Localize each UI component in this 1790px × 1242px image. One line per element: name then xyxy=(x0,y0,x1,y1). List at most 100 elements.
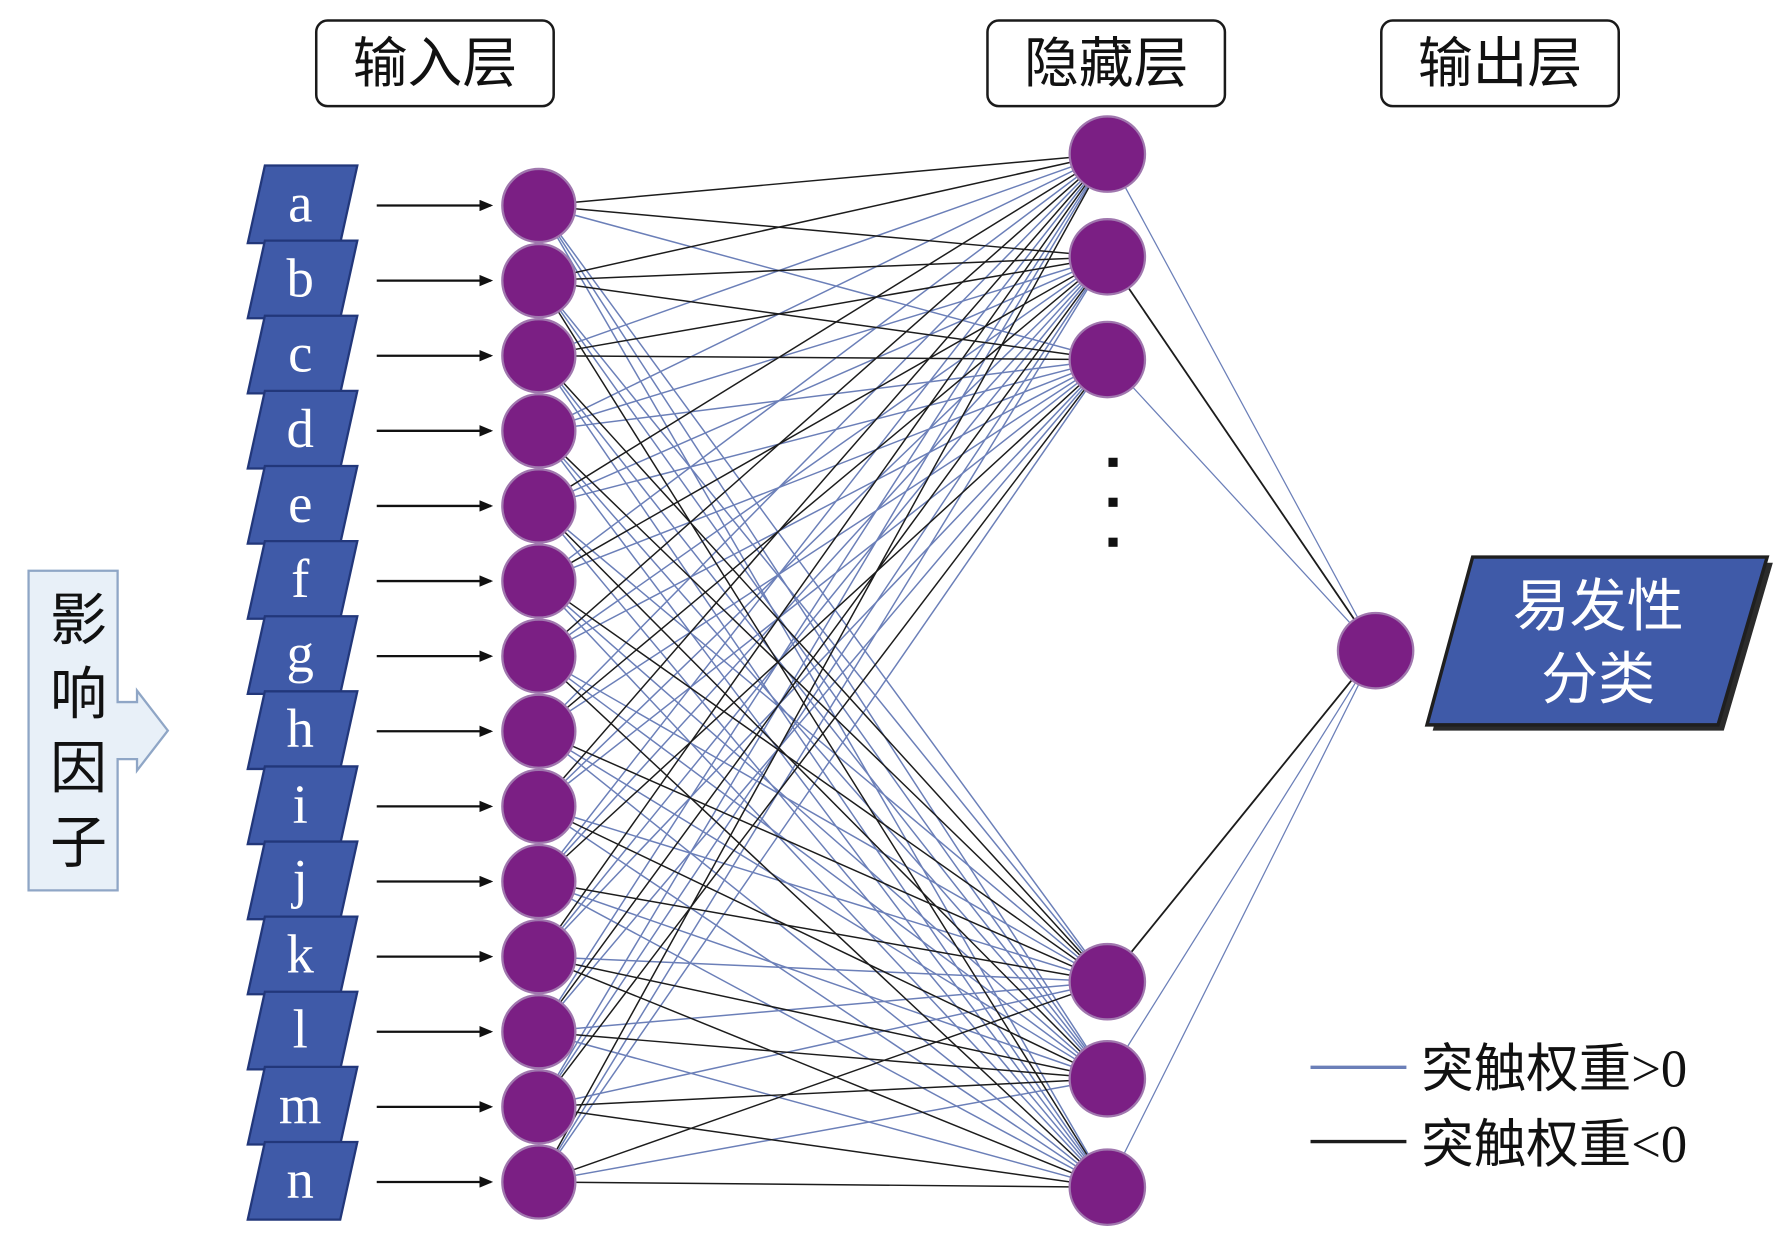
synapse-line-positive xyxy=(538,256,1108,1183)
synapse-line-positive xyxy=(538,430,1108,1188)
input-layer-title: 输入层 xyxy=(353,33,517,94)
synapse-line-negative xyxy=(1106,256,1377,652)
synapse-line-positive xyxy=(538,359,1108,1033)
input-factor-label: l xyxy=(293,999,308,1060)
input-factor-label: f xyxy=(291,548,310,609)
synapse-line-positive xyxy=(538,256,1108,807)
input-factor-label: a xyxy=(288,172,312,233)
influence-factors-label: 影响因子 xyxy=(42,589,106,886)
input-node xyxy=(501,393,577,469)
synapse-line-positive xyxy=(538,153,1108,1108)
input-node xyxy=(501,618,577,694)
synapse-line-positive xyxy=(538,358,1108,732)
synapse-line-positive xyxy=(538,359,1108,958)
output-layer-header: 输出层 xyxy=(1380,19,1620,108)
synapse-line-positive xyxy=(538,256,1108,657)
input-node xyxy=(501,918,577,995)
input-node xyxy=(501,693,577,769)
hidden-layer-title: 隐藏层 xyxy=(1024,33,1188,94)
synapse-line-negative xyxy=(538,359,1108,883)
synapse-line-positive xyxy=(538,153,1108,582)
synapse-line-positive xyxy=(538,655,1108,1080)
synapse-line-negative xyxy=(538,655,1108,1188)
hidden-layer xyxy=(1068,115,1147,1227)
output-node xyxy=(1336,611,1415,690)
input-node xyxy=(501,1069,577,1145)
synapse-line-negative xyxy=(538,955,1108,1080)
synapse-line-negative xyxy=(538,153,1108,507)
synapse-line-positive xyxy=(538,880,1108,1080)
synapse-line-negative xyxy=(538,153,1108,958)
synapse-line-positive xyxy=(538,256,1108,958)
synapse-line-negative xyxy=(538,1106,1108,1188)
input-layer-header: 输入层 xyxy=(314,19,555,108)
synapse-line-positive xyxy=(538,358,1108,657)
synapse-line-negative xyxy=(538,256,1108,282)
input-factor-label: i xyxy=(293,773,308,834)
input-factor-label: b xyxy=(287,248,314,309)
synapse-line-positive xyxy=(538,1078,1108,1183)
synapse-line-positive xyxy=(538,655,1108,983)
synapse-line-positive xyxy=(538,880,1108,1188)
synapse-line-positive xyxy=(538,205,1108,1080)
input-factor-label: h xyxy=(287,698,314,759)
synapse-line-positive xyxy=(538,358,1108,507)
synapse-line-negative xyxy=(538,505,1108,1080)
synapse-line-positive xyxy=(538,505,1108,983)
legend-item-positive: 突触权重>0 xyxy=(1310,1041,1687,1099)
output-box xyxy=(1424,555,1770,727)
susceptibility-classification-box: 易发性 分类 xyxy=(1424,555,1773,731)
synapse-line-positive xyxy=(538,580,1108,1080)
hidden-layer-header: 隐藏层 xyxy=(986,19,1227,108)
synapse-line-positive xyxy=(538,256,1108,882)
input-node xyxy=(501,843,577,920)
synapse-line-positive xyxy=(1106,650,1377,1188)
synapse-line-positive xyxy=(538,805,1108,983)
synapse-line-positive xyxy=(538,730,1108,1080)
input-factor-label: k xyxy=(287,924,315,985)
input-node xyxy=(501,994,577,1070)
synapse-line-positive xyxy=(538,256,1108,1108)
output-layer-title: 输出层 xyxy=(1418,33,1582,94)
synapse-line-positive xyxy=(538,981,1108,1108)
input-factor-box xyxy=(246,1140,359,1221)
synapse-line-negative xyxy=(538,1030,1108,1080)
output-label-line-2: 分类 xyxy=(1541,649,1655,712)
synapse-line-negative xyxy=(538,204,1108,258)
hidden-node xyxy=(1068,320,1147,399)
hidden-ellipsis xyxy=(1108,457,1118,547)
hidden-node xyxy=(1068,115,1147,193)
synapse-line-positive xyxy=(538,359,1108,1183)
input-factor-label: n xyxy=(287,1149,314,1210)
legend-label-positive: 突触权重>0 xyxy=(1421,1041,1687,1099)
synapse-line-positive xyxy=(538,805,1108,1188)
synapse-line-negative xyxy=(538,256,1108,357)
synapse-connections xyxy=(538,153,1377,1188)
ellipsis-dot xyxy=(1108,457,1118,467)
synapse-line-negative xyxy=(538,730,1108,983)
output-layer xyxy=(1336,611,1415,690)
synapse-line-positive xyxy=(538,153,1108,882)
synapse-line-positive xyxy=(538,359,1108,807)
input-node xyxy=(501,468,577,544)
synapse-line-positive xyxy=(538,358,1108,432)
hidden-node xyxy=(1068,942,1147,1021)
synapse-line-positive xyxy=(538,980,1108,1033)
synapse-line-positive xyxy=(538,505,1108,1188)
hidden-node xyxy=(1068,1148,1147,1227)
input-node xyxy=(501,543,577,619)
input-node xyxy=(501,318,577,394)
input-factor-label: e xyxy=(288,473,312,534)
synapse-line-positive xyxy=(538,204,1108,361)
synapse-line-negative xyxy=(538,256,1108,582)
hidden-node xyxy=(1068,218,1147,296)
synapse-line-negative xyxy=(538,580,1108,983)
synapse-line-negative xyxy=(538,153,1108,207)
synapse-line-positive xyxy=(538,355,1108,1080)
synapse-line-negative xyxy=(538,256,1108,732)
synapse-line-positive xyxy=(538,153,1108,432)
hidden-node xyxy=(1068,1039,1147,1118)
input-factor-label: c xyxy=(288,323,312,384)
synapse-line-positive xyxy=(538,256,1108,432)
